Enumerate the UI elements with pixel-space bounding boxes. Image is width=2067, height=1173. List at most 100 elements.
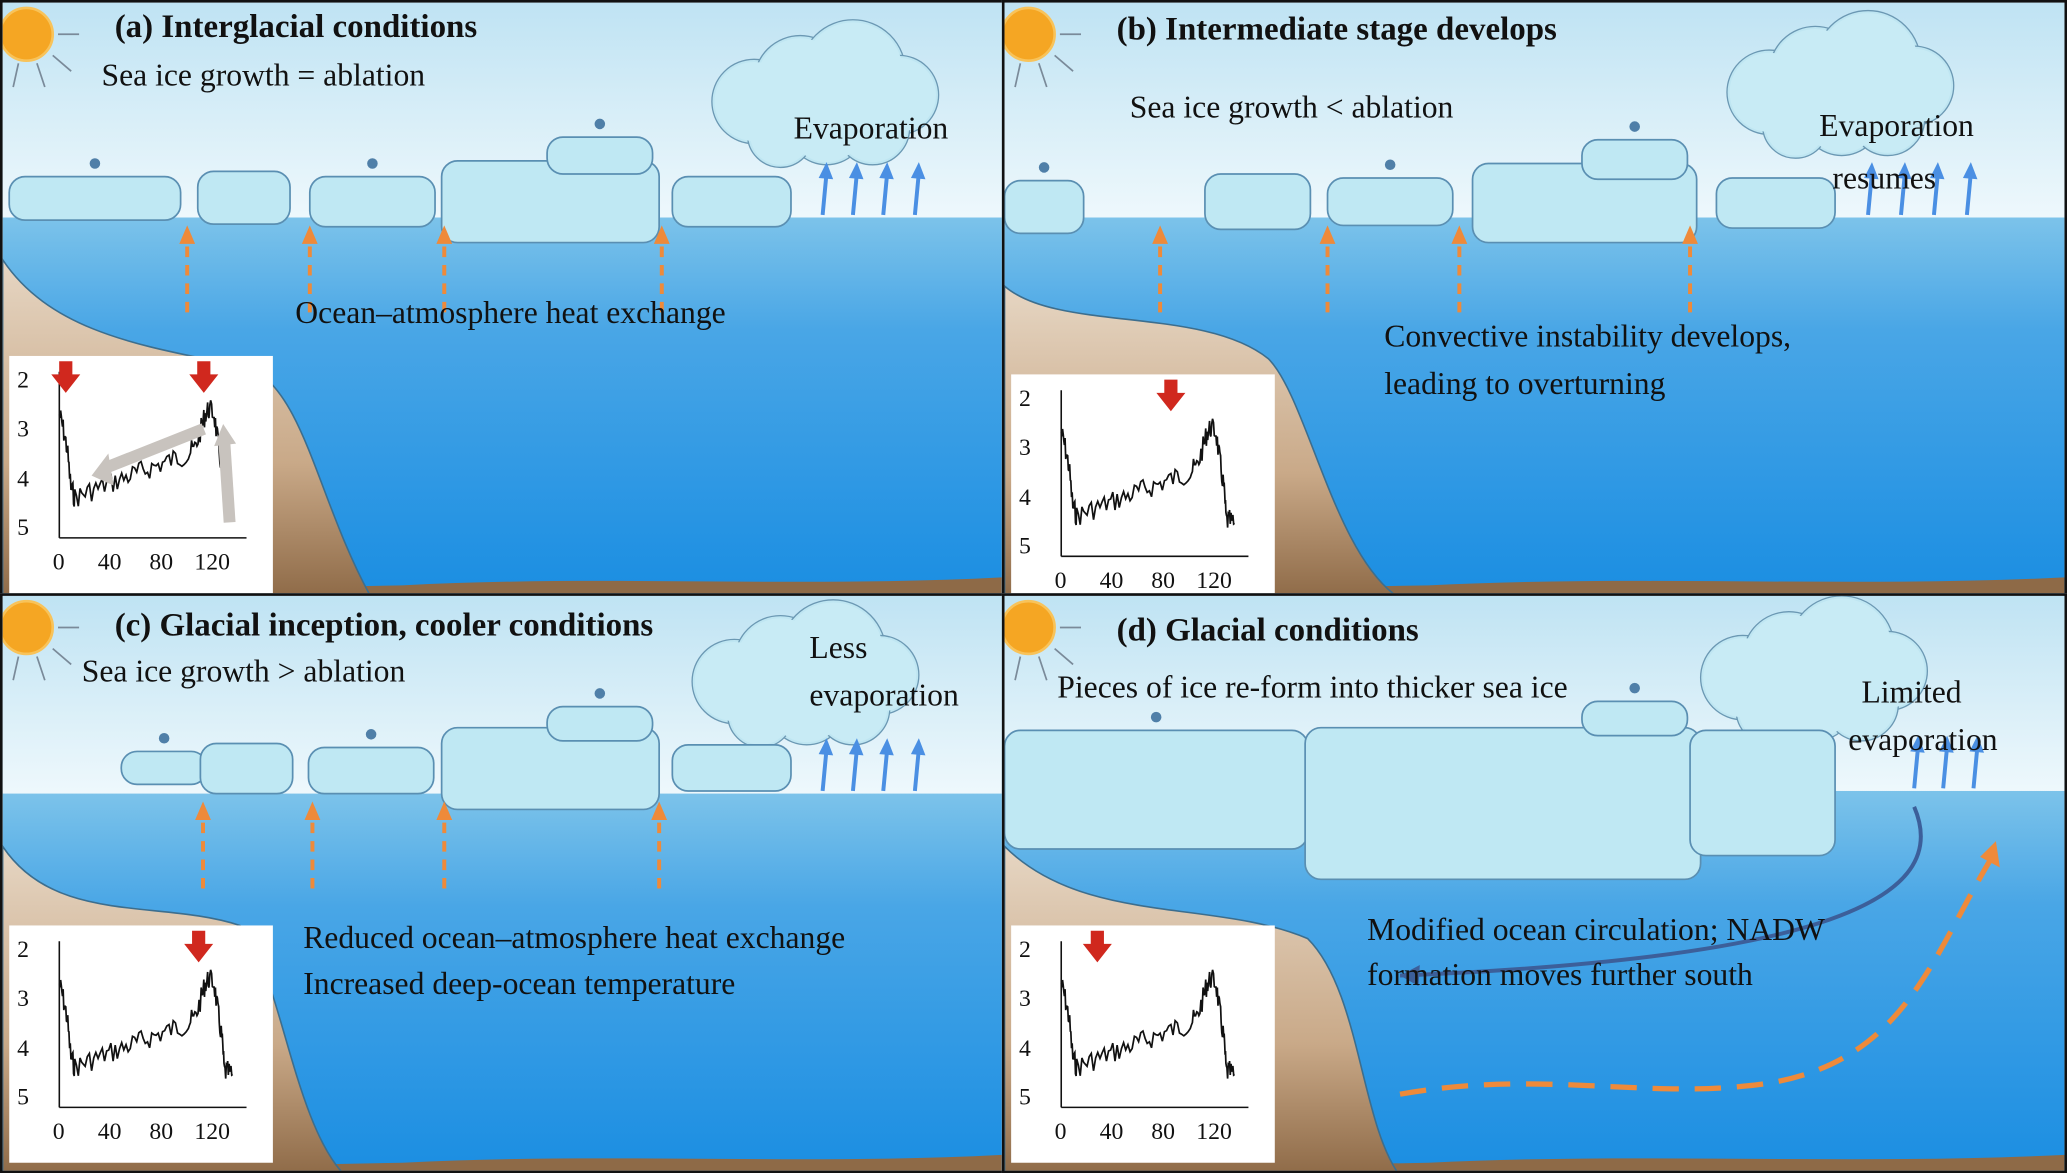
trend-arrow bbox=[218, 443, 236, 523]
cloud-icon bbox=[1726, 9, 1955, 159]
sea-ice-floe bbox=[120, 750, 208, 786]
return-flow-arrow bbox=[1399, 858, 1993, 1097]
sea-ice-floe bbox=[1581, 700, 1689, 737]
panel-title: (c) Glacial inception, cooler conditions bbox=[114, 607, 654, 644]
evaporation-label: evaporation bbox=[1848, 723, 1998, 759]
y-tick-label: 4 bbox=[1019, 1034, 1031, 1061]
record-line bbox=[1060, 418, 1236, 528]
evaporation-label: Evaporation bbox=[1819, 109, 1974, 144]
ice-crystal bbox=[158, 732, 170, 744]
ice-crystal bbox=[365, 729, 377, 740]
cloud-icon bbox=[691, 599, 920, 749]
y-tick-label: 3 bbox=[17, 415, 30, 443]
inset-plot bbox=[51, 361, 247, 539]
y-tick-label: 3 bbox=[1019, 985, 1031, 1012]
evaporation-label: Evaporation bbox=[793, 112, 949, 147]
inset-plot bbox=[1060, 379, 1249, 558]
evaporation-label: Limited bbox=[1861, 676, 1962, 711]
x-tick-label: 120 bbox=[194, 1117, 230, 1145]
sun-icon bbox=[2, 6, 80, 88]
sea-ice-floe bbox=[1581, 138, 1689, 181]
time-marker-arrow bbox=[1156, 379, 1186, 412]
x-tick-label: 80 bbox=[1151, 1117, 1175, 1145]
y-tick-label: 4 bbox=[1019, 483, 1031, 510]
sea-ice-floe bbox=[1004, 179, 1085, 235]
x-tick-label: 40 bbox=[1099, 1117, 1124, 1145]
evaporation-arrow bbox=[1866, 172, 1874, 216]
ice-crystal bbox=[1629, 121, 1640, 132]
ice-crystal bbox=[594, 688, 606, 699]
evaporation-arrow bbox=[850, 172, 859, 216]
evaporation-label: resumes bbox=[1832, 162, 1937, 197]
evaporation-arrow bbox=[1912, 745, 1921, 789]
evaporation-arrow bbox=[1964, 172, 1973, 216]
panel-title: (a) Interglacial conditions bbox=[114, 9, 478, 45]
x-tick-label: 40 bbox=[1099, 566, 1124, 594]
sea-ice-floe bbox=[307, 746, 435, 795]
nadw-circulation-arrow bbox=[1399, 806, 1923, 978]
record-line bbox=[58, 400, 234, 510]
sun-icon bbox=[2, 599, 80, 681]
sun-icon bbox=[1004, 599, 1082, 681]
cloud-icon bbox=[711, 19, 940, 169]
sea-ice-balance-label: Sea ice growth < ablation bbox=[1129, 90, 1454, 126]
inset-plot bbox=[1060, 930, 1249, 1109]
sea-ice-balance-label: Sea ice growth = ablation bbox=[101, 59, 426, 94]
ice-crystal bbox=[1629, 682, 1640, 694]
sea-ice-floe bbox=[196, 170, 291, 225]
ice-crystal bbox=[594, 118, 606, 130]
cloud-icon bbox=[1699, 595, 1929, 745]
ocean-process-label: Increased deep-ocean temperature bbox=[303, 967, 736, 1002]
y-tick-label: 3 bbox=[1019, 434, 1031, 461]
x-tick-label: 120 bbox=[194, 548, 230, 575]
x-tick-label: 80 bbox=[149, 548, 174, 575]
sea-ice-floe bbox=[1326, 177, 1454, 227]
ice-crystal bbox=[89, 158, 101, 169]
panel-title: (d) Glacial conditions bbox=[1116, 613, 1419, 649]
y-tick-label: 2 bbox=[17, 935, 30, 963]
y-tick-label: 3 bbox=[17, 985, 30, 1012]
ocean-process-label: Ocean–atmosphere heat exchange bbox=[295, 296, 726, 331]
evaporation-arrow bbox=[820, 172, 829, 216]
ice-crystal bbox=[1038, 162, 1050, 173]
record-line bbox=[58, 969, 234, 1079]
sea-ice-floe bbox=[671, 175, 792, 228]
ocean-process-label: formation moves further south bbox=[1367, 958, 1753, 993]
ice-crystal bbox=[1384, 159, 1396, 171]
evaporation-arrow bbox=[881, 748, 890, 792]
evaporation-arrow bbox=[912, 748, 921, 792]
x-tick-label: 120 bbox=[1196, 566, 1232, 594]
time-marker-arrow bbox=[1082, 930, 1112, 963]
panel-c-glacial-inception: (c) Glacial inception, cooler conditions… bbox=[0, 593, 1005, 1173]
evaporation-arrow bbox=[1899, 172, 1907, 216]
time-marker-arrow bbox=[51, 361, 81, 393]
y-tick-label: 4 bbox=[17, 464, 30, 492]
x-tick-label: 40 bbox=[97, 1117, 122, 1145]
time-marker-arrow bbox=[184, 930, 214, 963]
y-tick-label: 2 bbox=[17, 366, 30, 393]
x-tick-label: 0 bbox=[52, 1117, 65, 1145]
sea-ice-floe bbox=[546, 136, 654, 175]
sea-ice-floe bbox=[546, 705, 654, 742]
inset-plot bbox=[58, 930, 247, 1109]
evaporation-arrow bbox=[881, 172, 890, 216]
evaporation-label: evaporation bbox=[809, 678, 959, 714]
y-tick-label: 5 bbox=[1019, 532, 1031, 559]
x-tick-label: 80 bbox=[1151, 566, 1175, 594]
evaporation-label: Less bbox=[809, 631, 868, 666]
sea-ice-balance-label: Sea ice growth > ablation bbox=[81, 655, 406, 690]
sea-ice-floe bbox=[671, 743, 792, 792]
sea-ice-floe bbox=[8, 175, 182, 222]
ocean-process-label: Convective instability develops, bbox=[1384, 320, 1792, 355]
x-tick-label: 0 bbox=[1054, 566, 1067, 594]
panel-title: (b) Intermediate stage develops bbox=[1116, 11, 1557, 48]
sea-ice-balance-label: Pieces of ice re-form into thicker sea i… bbox=[1057, 671, 1568, 706]
y-tick-label: 5 bbox=[17, 1083, 30, 1111]
y-tick-label: 4 bbox=[17, 1034, 30, 1061]
